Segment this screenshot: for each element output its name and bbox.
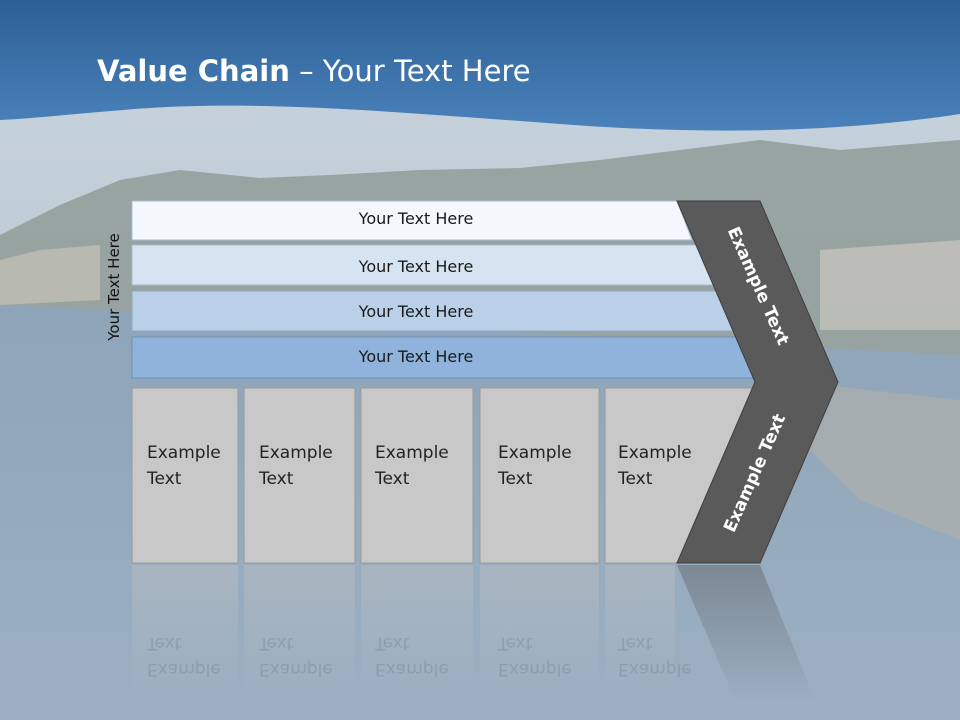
activity-5-line-1: Example <box>618 443 692 463</box>
support-band-label-1: Your Text Here <box>358 209 474 228</box>
activity-3-line-2: Text <box>375 469 410 489</box>
support-band-1 <box>131 200 693 241</box>
support-band-label-4: Your Text Here <box>358 347 474 366</box>
reflection <box>132 565 815 700</box>
primary-activities <box>131 387 760 564</box>
support-band-label-2: Your Text Here <box>358 257 474 276</box>
activity-2-line-2: Text <box>259 469 294 489</box>
activity-4-line-1: Example <box>498 443 572 463</box>
activity-1-line-2: Text <box>147 469 182 489</box>
activity-box-3 <box>360 387 474 564</box>
activity-5-line-2: Text <box>618 469 653 489</box>
title-bold: Value Chain <box>97 54 290 88</box>
header-band <box>0 0 960 131</box>
margin-chevron <box>676 200 839 564</box>
side-label: Your Text Here <box>105 233 123 341</box>
activity-box-4 <box>479 387 600 564</box>
activity-2-line-1: Example <box>259 443 333 463</box>
activity-box-1 <box>131 387 239 564</box>
slide-title: Value Chain – Your Text Here <box>97 54 531 88</box>
activity-4-line-2: Text <box>498 469 533 489</box>
activity-box-2 <box>243 387 356 564</box>
activity-1-line-1: Example <box>147 443 221 463</box>
support-band-label-3: Your Text Here <box>358 302 474 321</box>
activity-3-line-1: Example <box>375 443 449 463</box>
title-rest: – Your Text Here <box>289 54 531 88</box>
